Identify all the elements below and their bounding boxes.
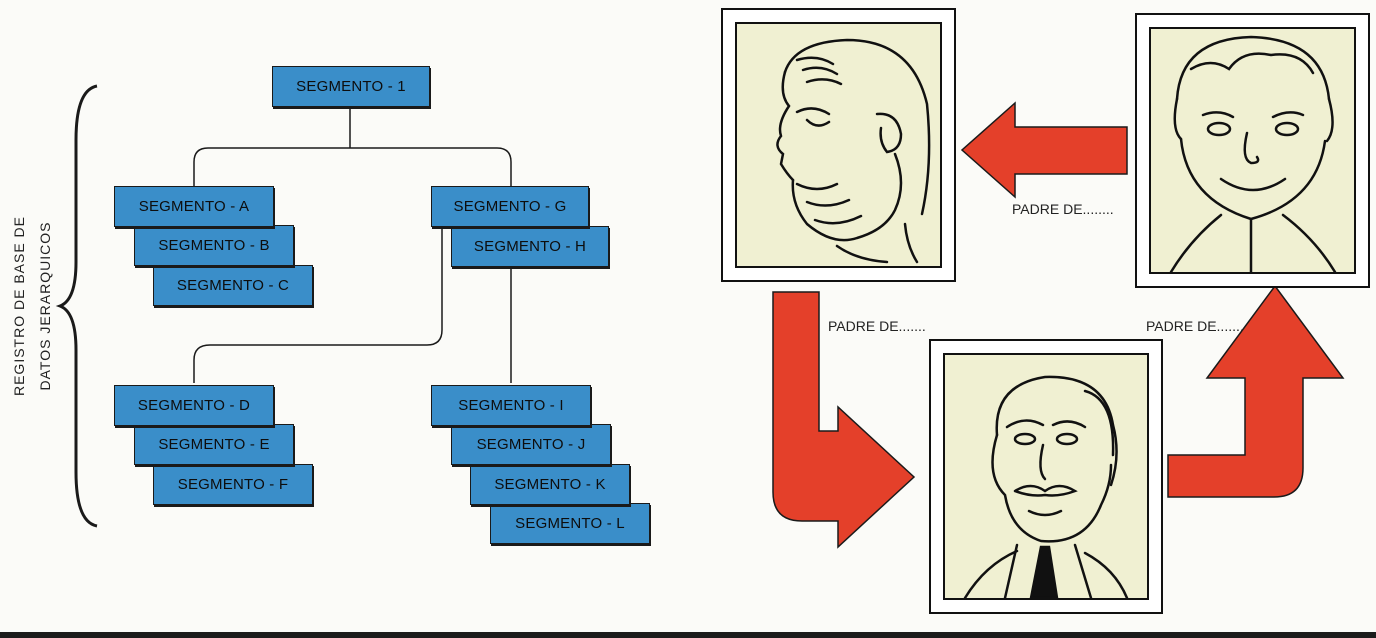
vertical-label-line2: DATOS JERARQUICOS [37,221,53,391]
vertical-label-line1: REGISTRO DE BASE DE [11,215,27,397]
segment-b: SEGMENTO - B [134,225,294,266]
grandfather-portrait [735,22,942,268]
label-son-to-grandfather: PADRE DE........ [1012,201,1114,217]
segment-d: SEGMENTO - D [114,385,274,426]
segment-e: SEGMENTO - E [134,424,294,465]
segment-j: SEGMENTO - J [451,424,611,465]
arrow-son-to-grandfather [960,101,1128,199]
grandfather-frame [721,8,956,282]
son-frame [1135,13,1370,288]
label-grandfather-to-father: PADRE DE....... [828,318,926,334]
father-portrait [943,353,1149,600]
vertical-label: REGISTRO DE BASE DE DATOS JERARQUICOS [6,216,58,396]
segment-1: SEGMENTO - 1 [272,66,430,107]
segment-f: SEGMENTO - F [153,464,313,505]
label-father-to-son: PADRE DE....... [1146,318,1244,334]
segment-c: SEGMENTO - C [153,265,313,306]
son-portrait [1149,27,1356,274]
arrow-grandfather-to-father [772,291,916,549]
grandfather-drawing [776,38,931,264]
segment-l: SEGMENTO - L [490,503,650,544]
segment-a: SEGMENTO - A [114,186,274,227]
segment-g: SEGMENTO - G [431,186,589,227]
father-frame [929,339,1163,614]
segment-h: SEGMENTO - H [451,226,609,267]
tree-connectors [193,107,512,383]
arrow-father-to-son [1167,284,1345,498]
segment-k: SEGMENTO - K [470,464,630,505]
curly-brace [55,84,98,528]
son-drawing [1169,35,1337,272]
segment-i: SEGMENTO - I [431,385,591,426]
bottom-rule [0,632,1376,638]
father-drawing [963,375,1129,598]
